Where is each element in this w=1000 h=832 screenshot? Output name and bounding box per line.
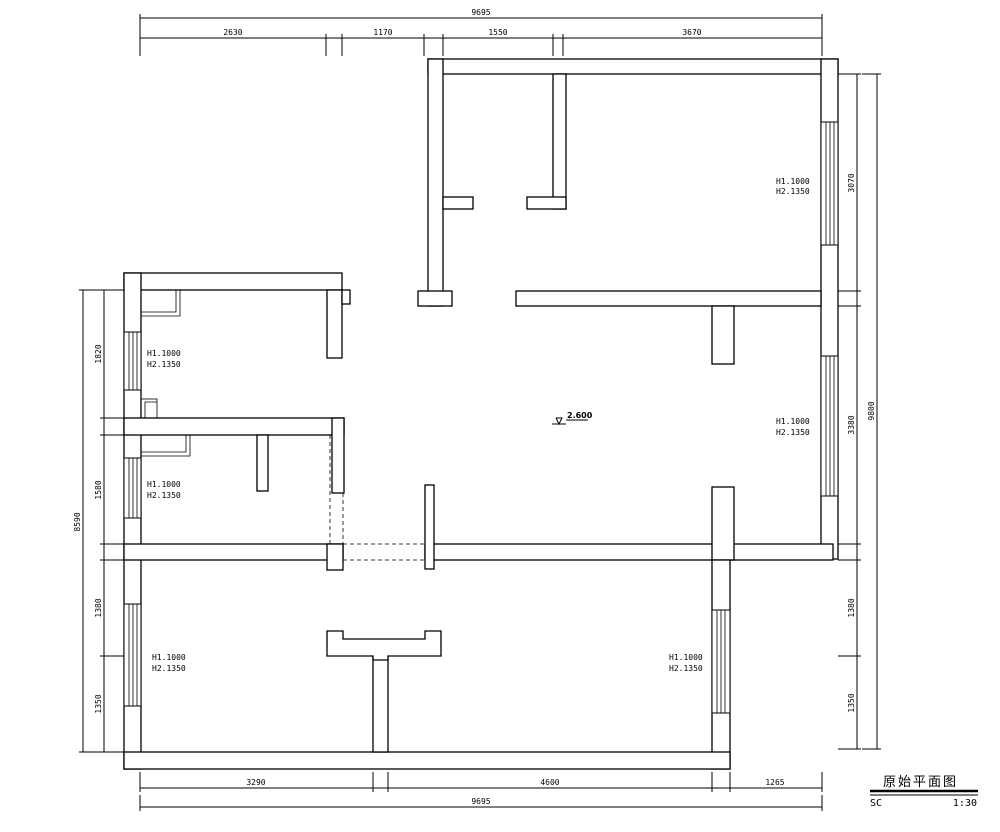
- fixture-1: [141, 290, 177, 313]
- wall-partition-foot: [526, 196, 567, 210]
- dim-top-1: 2630: [223, 28, 242, 37]
- window-note-1-line2: H2.1350: [776, 187, 810, 196]
- window-left-3: [123, 603, 142, 707]
- window-note-6-line1: H1.1000: [669, 653, 703, 662]
- window-bottom-right: [711, 609, 731, 714]
- wall-left-top: [123, 272, 343, 291]
- wall-mid-horizontal: [515, 290, 822, 307]
- dim-right-3: 1380: [847, 598, 856, 617]
- dim-right-total: 9800: [867, 401, 876, 420]
- dimensions-top: 9695 2630 1170 1550 3670: [139, 8, 823, 56]
- dim-top-3: 1550: [488, 28, 507, 37]
- window-notes: H1.1000 H2.1350 H1.1000 H2.1350 H1.1000 …: [147, 177, 810, 673]
- wall-band-right: [424, 543, 834, 561]
- scale-code: SC: [870, 798, 882, 809]
- wall-bottom-tee: [326, 630, 442, 661]
- wall-band-left: [123, 543, 344, 561]
- fixture-3b: [141, 435, 191, 457]
- window-left-2: [123, 457, 142, 519]
- fixture-3: [141, 435, 187, 453]
- dashed-openings: [329, 435, 425, 561]
- fixtures: [140, 290, 191, 457]
- scale-value: 1:30: [953, 798, 977, 809]
- wall-left-room2-stub: [256, 434, 269, 492]
- window-right-1: [820, 121, 839, 246]
- dimensions-bottom: 3290 4600 1265 9695: [139, 772, 823, 811]
- dim-top-total: 9695: [471, 8, 490, 17]
- window-note-4-line2: H2.1350: [147, 491, 181, 500]
- wall-left-room-jog: [341, 289, 351, 305]
- wall-left-room2-right: [331, 417, 345, 494]
- walls: [123, 58, 839, 770]
- window-note-4-line1: H1.1000: [147, 480, 181, 489]
- dim-bottom-2: 4600: [540, 778, 559, 787]
- wall-band-stub: [711, 486, 735, 561]
- window-note-5-line2: H2.1350: [152, 664, 186, 673]
- wall-stub-left: [442, 196, 474, 210]
- window-note-2-line2: H2.1350: [776, 428, 810, 437]
- wall-bottom-divider: [372, 654, 389, 753]
- wall-upper-left: [427, 58, 444, 307]
- window-note-2-line1: H1.1000: [776, 417, 810, 426]
- dimensions-left: 1820 1580 1380 1350 8590: [73, 289, 124, 753]
- wall-upper-left-stub: [417, 290, 453, 307]
- fixture-2b: [144, 401, 157, 418]
- wall-band-left-end: [326, 543, 344, 571]
- dim-top-4: 3670: [682, 28, 701, 37]
- window-left-1: [123, 331, 142, 391]
- wall-left-room-right: [326, 289, 343, 359]
- dim-left-4: 1350: [94, 694, 103, 713]
- drawing-title: 原始平面图: [883, 775, 958, 790]
- level-mark: 2.600: [552, 411, 593, 426]
- dim-bottom-total: 9695: [471, 797, 490, 806]
- window-note-1-line1: H1.1000: [776, 177, 810, 186]
- dim-right-1: 3070: [847, 173, 856, 192]
- dim-left-3: 1380: [94, 598, 103, 617]
- wall-left-divider: [123, 417, 345, 436]
- dim-left-2: 1580: [94, 480, 103, 499]
- wall-band-post: [424, 484, 435, 570]
- title-block: 原始平面图 SC 1:30: [870, 775, 978, 809]
- window-right-2: [820, 355, 839, 497]
- window-note-5-line1: H1.1000: [152, 653, 186, 662]
- dim-bottom-3: 1265: [765, 778, 784, 787]
- windows: [123, 121, 839, 714]
- fixture-1b: [141, 290, 181, 317]
- window-note-3-line2: H2.1350: [147, 360, 181, 369]
- dim-left-1: 1820: [94, 344, 103, 363]
- wall-bottom: [123, 751, 731, 770]
- window-note-6-line2: H2.1350: [669, 664, 703, 673]
- dim-top-2: 1170: [373, 28, 392, 37]
- wall-mid-stub: [711, 305, 735, 365]
- fixture-2: [140, 398, 158, 419]
- window-note-3-line1: H1.1000: [147, 349, 181, 358]
- wall-partition-upper: [552, 73, 567, 210]
- dim-right-4: 1350: [847, 693, 856, 712]
- level-value: 2.600: [567, 411, 593, 420]
- dimensions-right: 3070 3380 1380 1350 9800: [838, 73, 881, 750]
- dim-right-2: 3380: [847, 415, 856, 434]
- dim-bottom-1: 3290: [246, 778, 265, 787]
- dim-left-total: 8590: [73, 512, 82, 531]
- wall-top: [427, 58, 839, 75]
